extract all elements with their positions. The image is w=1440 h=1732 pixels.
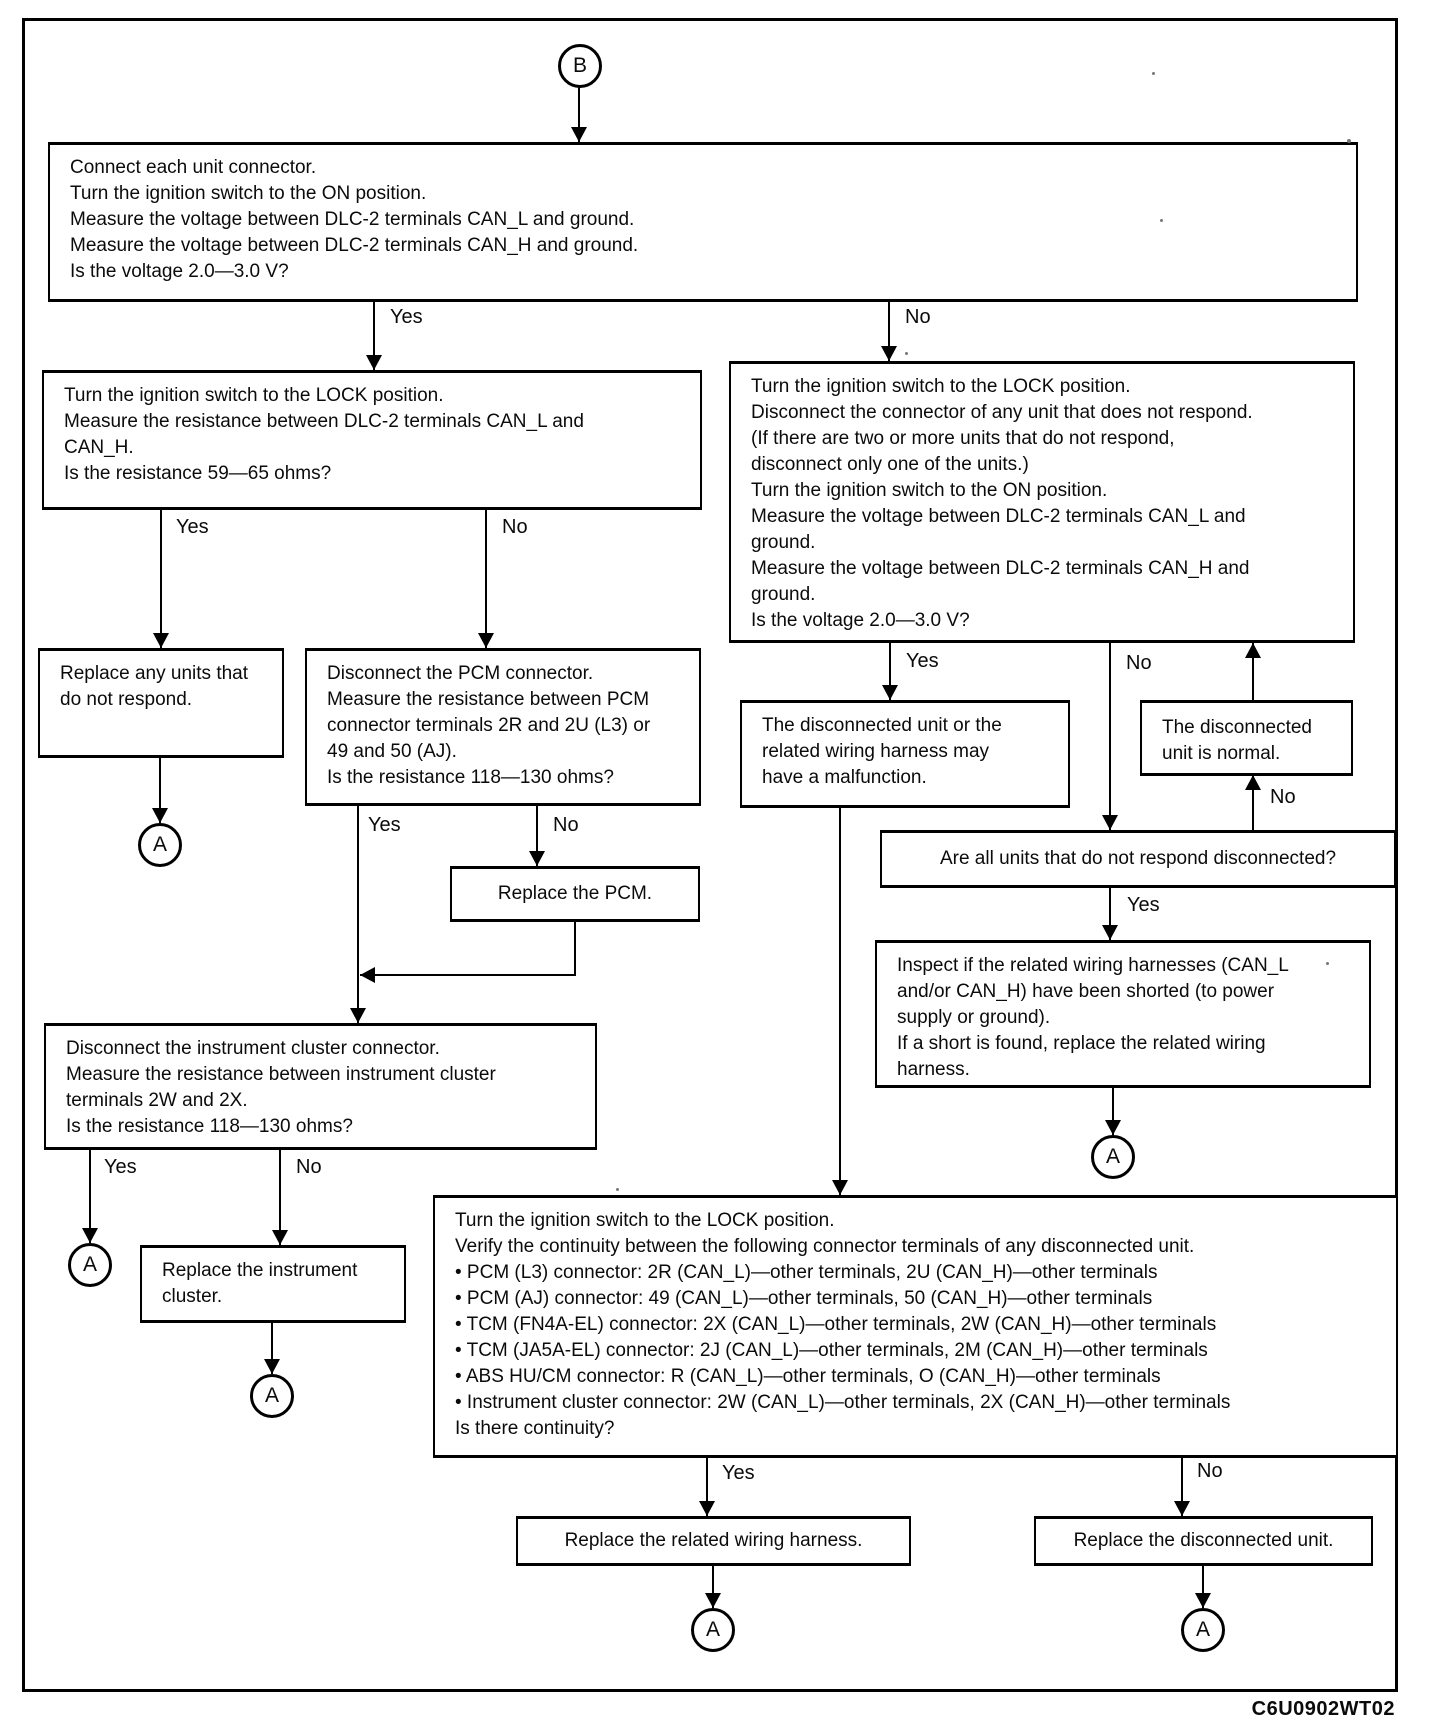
flow-line [1109,643,1111,830]
arrowhead-down [1105,1120,1121,1135]
flow-line [357,806,359,1023]
flow-line [888,302,890,361]
arrowhead-down [1102,925,1118,940]
flow-line [279,1150,281,1245]
node-replace-cluster: Replace the instrument cluster. [140,1245,406,1323]
flow-line [1252,775,1254,830]
node-all-disconnected-check: Are all units that do not respond discon… [880,830,1396,888]
flow-line [160,510,162,648]
flow-line [839,808,841,1195]
label-pcm-no: No [553,814,579,836]
node-disconnect-unit-check: Turn the ignition switch to the LOCK pos… [729,361,1355,643]
label-voltage-no: No [905,306,931,328]
scan-speck [905,352,908,355]
label-disconnect-no: No [1126,652,1152,674]
node-continuity-check: Turn the ignition switch to the LOCK pos… [433,1195,1398,1458]
scan-speck [616,1188,619,1191]
connector-a-6: A [1181,1608,1225,1652]
node-replace-units: Replace any units that do not respond. [38,648,284,758]
label-disconnect-yes: Yes [906,650,939,672]
figure-code: C6U0902WT02 [1251,1698,1395,1720]
node-unit-malfunction: The disconnected unit or the related wir… [740,700,1070,808]
arrowhead-up [1245,775,1261,790]
arrowhead-up [1245,643,1261,658]
flow-line [1252,643,1254,700]
arrowhead-down [153,633,169,648]
connector-a-3: A [68,1243,112,1287]
label-alldisc-yes: Yes [1127,894,1160,916]
label-cluster-yes: Yes [104,1156,137,1178]
label-resistance-no: No [502,516,528,538]
flow-line [574,922,576,976]
arrowhead-down [1174,1501,1190,1516]
flow-line [1109,888,1111,940]
arrowhead-down [529,851,545,866]
flow-line [89,1150,91,1243]
arrowhead-down [478,633,494,648]
connector-a-4: A [250,1374,294,1418]
node-replace-pcm: Replace the PCM. [450,866,700,922]
node-replace-harness: Replace the related wiring harness. [516,1516,911,1566]
flow-line [1181,1458,1183,1516]
scan-speck [1160,219,1163,222]
scan-speck [1347,139,1351,143]
flow-line [1112,1088,1114,1135]
arrowhead-down [571,127,587,142]
arrowhead-down [350,1008,366,1023]
flow-line [159,758,161,823]
arrowhead-down [881,346,897,361]
arrowhead-down [82,1228,98,1243]
label-pcm-yes: Yes [368,814,401,836]
connector-b: B [558,44,602,88]
arrowhead-down [882,685,898,700]
flow-line [373,302,375,370]
flow-line [706,1458,708,1516]
node-unit-normal: The disconnected unit is normal. [1140,700,1353,776]
arrowhead-left [360,967,375,983]
flow-line [889,643,891,700]
arrowhead-down [1195,1593,1211,1608]
node-cluster-check: Disconnect the instrument cluster connec… [44,1023,597,1150]
flow-line [578,87,580,142]
label-voltage-yes: Yes [390,306,423,328]
scan-speck [1326,962,1329,965]
flow-line [1202,1566,1204,1608]
scan-speck [1152,72,1155,75]
connector-a-5: A [691,1608,735,1652]
arrowhead-down [152,808,168,823]
arrowhead-down [1102,815,1118,830]
label-continuity-no: No [1197,1460,1223,1482]
flow-line [360,974,576,976]
flow-line [271,1323,273,1374]
node-resistance-check: Turn the ignition switch to the LOCK pos… [42,370,702,510]
node-replace-unit: Replace the disconnected unit. [1034,1516,1373,1566]
label-cluster-no: No [296,1156,322,1178]
flowchart-border [22,18,1398,1692]
flow-line [712,1566,714,1608]
connector-a-2: A [1091,1135,1135,1179]
arrowhead-down [366,355,382,370]
arrowhead-down [264,1359,280,1374]
arrowhead-down [705,1593,721,1608]
node-pcm-check: Disconnect the PCM connector. Measure th… [305,648,701,806]
node-inspect-harness: Inspect if the related wiring harnesses … [875,940,1371,1088]
flow-line [485,510,487,648]
arrowhead-down [699,1501,715,1516]
connector-a-1: A [138,823,182,867]
label-resistance-yes: Yes [176,516,209,538]
label-continuity-yes: Yes [722,1462,755,1484]
node-start-check: Connect each unit connector. Turn the ig… [48,142,1358,302]
flow-line [536,806,538,866]
label-alldisc-no: No [1270,786,1296,808]
arrowhead-down [832,1180,848,1195]
arrowhead-down [272,1230,288,1245]
